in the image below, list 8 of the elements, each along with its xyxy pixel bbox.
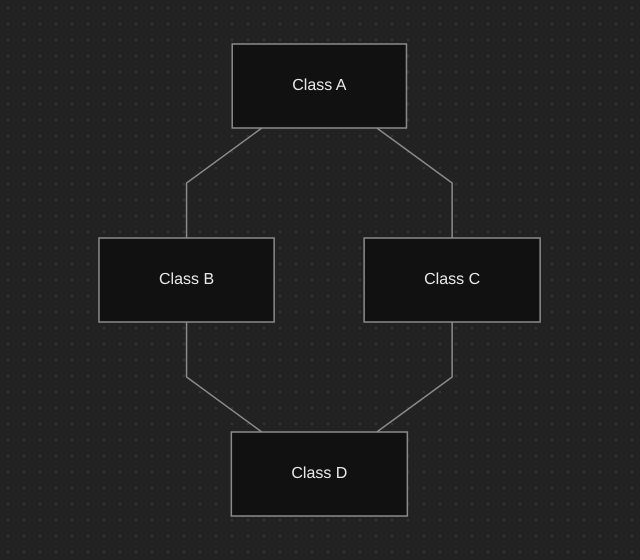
connector: [376, 322, 454, 433]
node-box: Class A: [232, 43, 408, 129]
node-box: Class B: [98, 237, 276, 323]
connector: [376, 127, 454, 238]
connector: [186, 322, 263, 433]
node-box: Class C: [364, 237, 542, 323]
node-box: Class D: [231, 431, 409, 517]
connector: [186, 127, 263, 238]
